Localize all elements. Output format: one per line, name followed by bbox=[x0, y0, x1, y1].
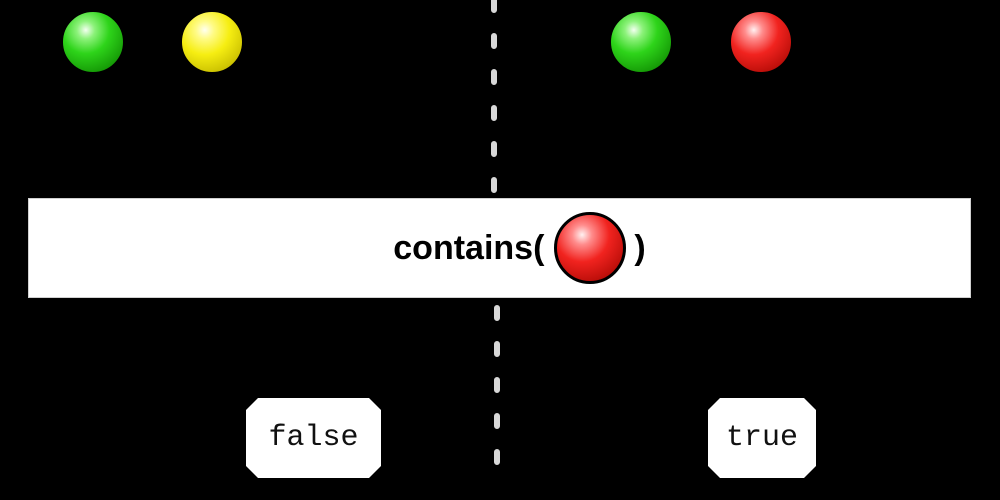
operator-argument-marble bbox=[554, 212, 627, 284]
input-marble-green-right bbox=[609, 10, 673, 74]
operator-name: contains( bbox=[393, 228, 545, 267]
result-true: true bbox=[708, 398, 816, 478]
operator-label: contains( ) bbox=[393, 212, 646, 284]
input-marble-yellow-left bbox=[180, 10, 244, 74]
operator-box: contains( ) bbox=[28, 198, 971, 298]
result-true-text: true bbox=[725, 421, 798, 455]
result-false-text: false bbox=[268, 421, 359, 455]
operator-close-paren: ) bbox=[634, 228, 646, 267]
result-false: false bbox=[246, 398, 381, 478]
input-marble-green-left bbox=[61, 10, 125, 74]
input-marble-red-right bbox=[729, 10, 793, 74]
